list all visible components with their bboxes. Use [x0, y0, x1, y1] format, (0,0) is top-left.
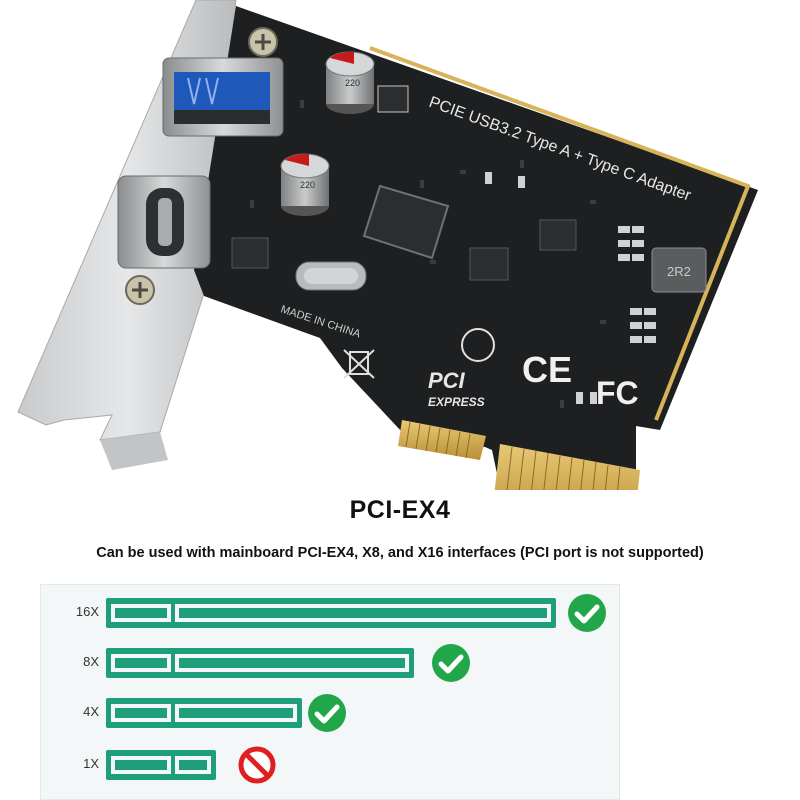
- check-circle-icon: [308, 694, 346, 732]
- smd-components: [485, 172, 656, 404]
- slot-label: 4X: [83, 704, 99, 719]
- pcie-x1-slot: [106, 750, 216, 780]
- check-circle-icon: [568, 594, 606, 632]
- ic-chip: [539, 219, 577, 251]
- usb-c-port: [117, 175, 211, 269]
- usb-a-port: [162, 57, 284, 137]
- compatibility-note: Can be used with mainboard PCI-EX4, X8, …: [96, 545, 704, 561]
- ce-mark: CE: [522, 349, 572, 390]
- ic-chip: [231, 237, 269, 269]
- gold-edge-connector: [398, 420, 640, 490]
- fc-mark: FC: [596, 375, 639, 411]
- inductor-label: 2R2: [667, 264, 691, 279]
- ul-mark-icon: [461, 328, 495, 362]
- capacitor: 220: [280, 153, 330, 216]
- recycle-bin-icon: [343, 349, 375, 379]
- slot-label: 8X: [83, 654, 99, 669]
- slot-compatibility-chart: 16X 8X 4X: [40, 584, 620, 800]
- capacitor: 220: [325, 51, 375, 114]
- ic-chip: [469, 247, 509, 281]
- crystal-oscillator: [295, 261, 367, 291]
- no-entry-icon: [238, 746, 276, 784]
- pcie-x16-slot: [106, 598, 556, 628]
- product-photo: 220 220 2R2 PCIE USB3.2 Type A + Type C …: [17, 0, 758, 490]
- pci-logo-bottom: EXPRESS: [428, 395, 485, 409]
- screw-icon: [125, 275, 155, 305]
- controller-chip: [362, 184, 450, 260]
- screw-icon: [248, 27, 278, 57]
- capacitor-label: 220: [300, 180, 315, 190]
- pcie-x8-slot: [106, 648, 414, 678]
- product-title: PCI-EX4: [349, 496, 451, 524]
- slot-label: 16X: [75, 604, 99, 619]
- slot-label: 1X: [83, 756, 99, 771]
- fuse: [377, 85, 409, 113]
- capacitor-label: 220: [345, 78, 360, 88]
- pci-logo-top: PCI: [428, 368, 466, 393]
- check-circle-icon: [432, 644, 470, 682]
- pcie-x4-slot: [106, 698, 302, 728]
- inductor: 2R2: [651, 247, 707, 293]
